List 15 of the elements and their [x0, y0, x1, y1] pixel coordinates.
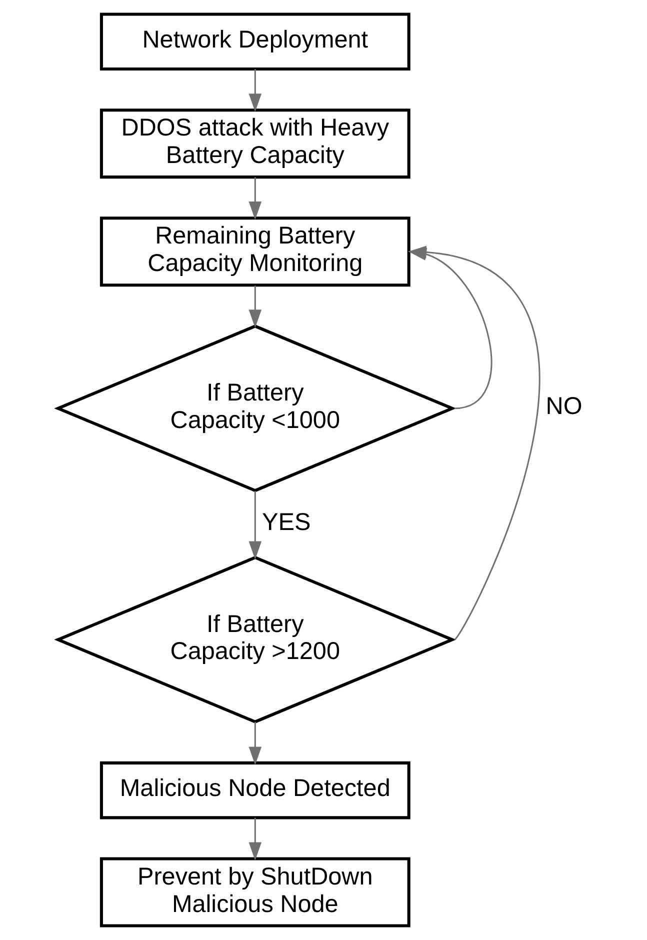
node-diamond: If Battery Capacity >1200 [54, 556, 456, 724]
node-diamond: If Battery Capacity <1000 [54, 324, 456, 492]
node-box: Network Deployment [99, 12, 410, 71]
arrow [248, 286, 262, 328]
arrow [248, 491, 262, 560]
arrow [248, 69, 262, 112]
arrow [248, 177, 262, 220]
edge-label: YES [261, 508, 310, 536]
arrow [248, 722, 262, 766]
edge-label: NO [545, 393, 582, 420]
node-box: DDOS attack with Heavy Battery Capacity [99, 108, 410, 179]
arrow [248, 818, 262, 861]
node-box: Prevent by ShutDown Malicious Node [99, 857, 410, 928]
node-box: Malicious Node Detected [99, 761, 410, 820]
node-box: Remaining Battery Capacity Monitoring [99, 216, 410, 287]
